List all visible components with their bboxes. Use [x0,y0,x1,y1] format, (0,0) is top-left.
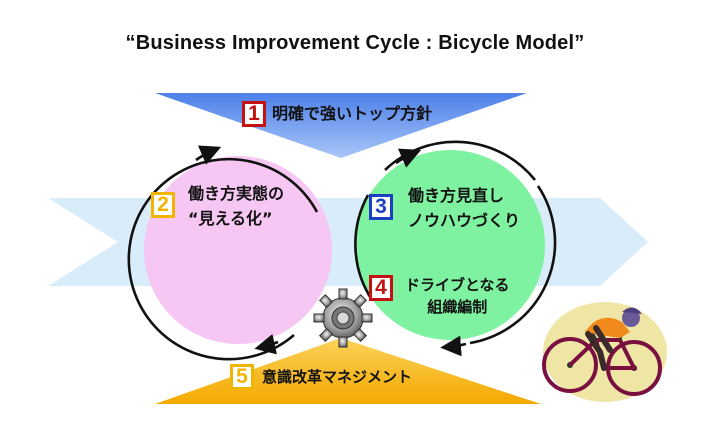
left-wheel-bottom-arrow [254,334,279,355]
step-2-label-line2: “見える化” [188,209,273,228]
page-title: “Business Improvement Cycle : Bicycle Mo… [125,32,585,54]
right-wheel [355,150,545,340]
step-3-label: 働き方見直し ノウハウづくり [408,183,520,233]
step-5-label: 意識改革マネジメント [262,368,413,386]
right-wheel-arc-right [469,185,557,345]
step-4-label-line2: 組織編制 [427,298,488,316]
step-1-number: 1 [248,102,260,125]
step-1-label: 明確で強いトップ方針 [272,104,433,123]
step-4-badge: 4 [369,275,393,301]
step-2-badge: 2 [151,192,175,218]
step-4-label-line1: ドライブとなる [405,276,510,294]
horizontal-flow-arrow [48,198,648,286]
step-1-badge: 1 [242,101,266,127]
step-5-badge: 5 [230,364,254,390]
right-wheel-bottom-arrow [440,335,467,357]
gear-icon [313,288,373,348]
step-3-badge: 3 [369,194,393,220]
left-wheel-cycle-arrow [127,157,319,361]
left-wheel-top-arrow [195,145,222,165]
step-2-number: 2 [157,193,169,216]
step-3-label-line1: 働き方見直し [408,186,505,205]
step-3-label-line2: ノウハウづくり [408,211,521,230]
step-3-number: 3 [375,195,387,218]
right-wheel-top-arrow [395,148,422,168]
left-wheel [144,156,332,344]
step-2-label-line1: 働き方実態の [188,184,285,203]
right-wheel-left-arc [354,194,374,301]
step-2-label: 働き方実態の “見える化” [188,181,284,231]
cyclist-illustration [542,302,667,402]
step-5-number: 5 [236,365,248,388]
step-4-number: 4 [375,276,387,299]
step-4-label: ドライブとなる 組織編制 [405,274,510,318]
